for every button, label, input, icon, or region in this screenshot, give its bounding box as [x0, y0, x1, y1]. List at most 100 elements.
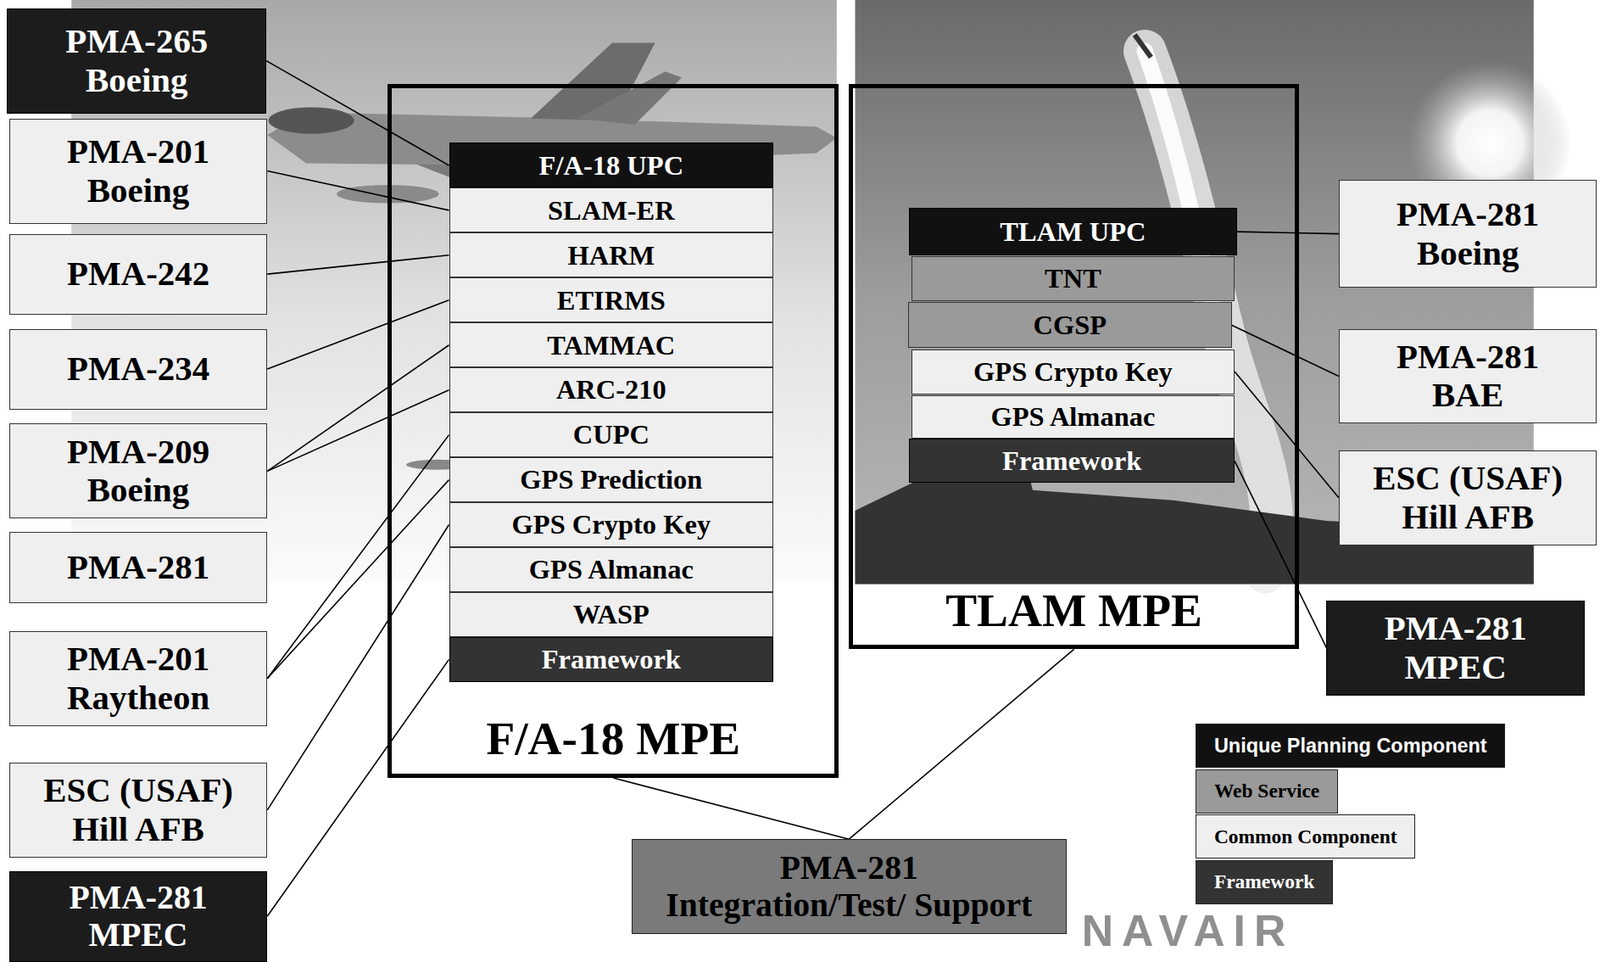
leader-line	[267, 434, 449, 679]
box-text: Boeing	[1416, 234, 1519, 274]
component-box: PMA-281MPEC	[1326, 600, 1584, 696]
box-text: PMA-242	[66, 254, 210, 294]
box-text: ETIRMS	[557, 284, 666, 316]
component-box: PMA-281	[9, 531, 268, 603]
legend-swatch: Unique Planning Component	[1195, 723, 1506, 768]
box-text: PMA-265	[65, 22, 208, 62]
box-text: GPS Almanac	[990, 401, 1155, 432]
component-box: SLAM-ER	[449, 187, 775, 233]
leader-line	[1232, 324, 1339, 376]
box-text: F/A-18 UPC	[539, 150, 685, 181]
leader-line	[267, 300, 449, 369]
system-boundary: TLAM MPE TLAM UPC TNT CGSP GPS Crypto KeyGPS…	[848, 83, 1299, 650]
leader-line	[267, 658, 449, 916]
boundary-title: TLAM MPE	[940, 584, 1208, 637]
box-text: Raytheon	[66, 678, 210, 718]
box-text: PMA-281	[1384, 608, 1528, 648]
legend-swatch: Common Component	[1195, 813, 1416, 859]
component-box: GPS Crypto Key	[911, 349, 1235, 395]
component-box: ARC-210	[449, 367, 775, 413]
box-text: PMA-281	[1396, 337, 1539, 377]
box-text: Boeing	[85, 61, 188, 101]
component-box: TLAM UPC	[908, 207, 1237, 255]
component-box: CGSP	[908, 301, 1232, 348]
legend-swatch: Framework	[1195, 859, 1333, 904]
legend-text: Web Service	[1214, 779, 1320, 803]
box-text: SLAM-ER	[547, 195, 675, 226]
component-box: GPS Almanac	[911, 395, 1235, 440]
component-box: PMA-281MPEC	[9, 870, 268, 962]
box-text: GPS Almanac	[529, 553, 694, 585]
component-box: CUPC	[449, 412, 775, 458]
component-box: TAMMAC	[449, 322, 775, 368]
leader-line	[267, 479, 449, 679]
box-text: GPS Crypto Key	[512, 508, 712, 540]
legend-text: Framework	[1214, 869, 1316, 893]
box-text: GPS Crypto Key	[973, 356, 1173, 387]
component-box: WASP	[449, 591, 775, 637]
component-box: F/A-18 UPC	[449, 142, 775, 188]
component-box: PMA-281Boeing	[1338, 179, 1597, 289]
box-text: Framework	[1002, 445, 1142, 476]
box-text: PMA-201	[66, 639, 210, 679]
boundary-title: F/A-18 MPE	[480, 712, 746, 765]
leader-line	[1237, 231, 1339, 234]
component-box: PMA-209Boeing	[9, 423, 268, 519]
leader-line	[266, 61, 449, 166]
box-text: PMA-281	[68, 878, 207, 916]
component-box: GPS Crypto Key	[449, 501, 775, 547]
leader-line	[267, 255, 449, 274]
leader-line	[267, 524, 449, 810]
component-box: GPS Prediction	[449, 457, 775, 502]
box-text: MPEC	[1404, 647, 1506, 687]
watermark-text: NAVAIR	[1081, 906, 1295, 955]
box-text: ESC (USAF)	[43, 770, 234, 810]
system-boundary: F/A-18 MPE F/A-18 UPC SLAM-ER HARM ETIRMS TAM…	[387, 83, 839, 778]
leader-line	[267, 345, 449, 472]
box-text: PMA-281	[780, 848, 919, 887]
component-box: ETIRMS	[449, 277, 775, 323]
box-text: CUPC	[573, 418, 650, 450]
box-text: HARM	[567, 239, 655, 271]
component-box: ESC (USAF)Hill AFB	[1338, 450, 1597, 546]
box-text: PMA-201	[66, 132, 210, 172]
box-text: MPEC	[89, 915, 189, 954]
component-box: PMA-201Raytheon	[9, 630, 268, 726]
box-text: Framework	[541, 643, 681, 675]
component-box: Framework	[449, 636, 775, 682]
box-text: PMA-234	[66, 349, 210, 389]
box-text: Boeing	[87, 470, 190, 510]
box-text: TAMMAC	[546, 329, 675, 361]
box-text: TNT	[1044, 262, 1102, 294]
component-box: PMA-234	[9, 328, 268, 410]
component-box: PMA-242	[9, 234, 268, 315]
leader-line	[267, 171, 449, 211]
leader-line	[613, 777, 849, 839]
component-box: PMA-281Integration/Test/ Support	[631, 838, 1067, 934]
box-text: Hill AFB	[72, 809, 205, 849]
leader-line	[1234, 460, 1327, 647]
component-box: HARM	[449, 232, 775, 278]
box-text: ESC (USAF)	[1372, 458, 1563, 498]
legend-text: Common Component	[1214, 825, 1398, 848]
box-text: Hill AFB	[1401, 497, 1534, 537]
component-box: PMA-201Boeing	[9, 118, 268, 224]
leader-line	[1234, 371, 1339, 498]
box-text: ARC-210	[556, 373, 667, 405]
box-text: Integration/Test/ Support	[665, 886, 1032, 924]
component-box: PMA-281BAE	[1338, 328, 1597, 424]
leader-line	[848, 648, 1074, 839]
box-text: CGSP	[1032, 309, 1107, 341]
box-text: PMA-281	[66, 547, 210, 587]
box-text: PMA-209	[66, 432, 210, 472]
box-text: WASP	[573, 598, 650, 630]
box-text: PMA-281	[1396, 195, 1539, 235]
component-box: GPS Almanac	[449, 546, 775, 592]
box-text: Boeing	[87, 171, 190, 211]
component-box: PMA-265Boeing	[6, 8, 267, 114]
legend-text: Unique Planning Component	[1214, 734, 1488, 758]
box-text: GPS Prediction	[519, 463, 703, 495]
legend-swatch: Web Service	[1195, 769, 1338, 814]
